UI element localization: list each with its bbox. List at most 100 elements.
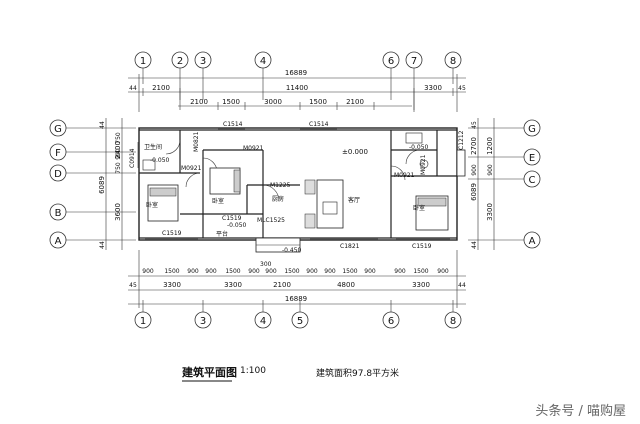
level-bath-right: -0.050 bbox=[409, 144, 429, 151]
window-c0914: C0914 bbox=[129, 148, 136, 168]
window-c1821: C1821 bbox=[340, 243, 360, 250]
door-m0921-c: M0921 bbox=[394, 172, 415, 179]
svg-text:F: F bbox=[55, 148, 61, 159]
svg-text:8: 8 bbox=[450, 316, 456, 327]
svg-text:4: 4 bbox=[260, 316, 266, 327]
svg-text:1500: 1500 bbox=[342, 268, 357, 275]
bottom-dimension-texts: 900 1500 900 900 1500 900 900 1500 900 9… bbox=[129, 268, 466, 303]
axis-bubble-top-2: 2 bbox=[171, 51, 189, 100]
svg-text:G: G bbox=[528, 124, 536, 135]
svg-text:1500: 1500 bbox=[225, 268, 240, 275]
svg-text:45: 45 bbox=[471, 121, 478, 129]
level-bath-left: -0.050 bbox=[150, 157, 170, 164]
svg-text:1500: 1500 bbox=[164, 268, 179, 275]
right-dimension-texts: 45 2700 1200 900 900 3300 44 6089 bbox=[470, 121, 494, 249]
svg-text:3600: 3600 bbox=[114, 203, 122, 221]
svg-text:900: 900 bbox=[115, 148, 122, 160]
svg-text:3300: 3300 bbox=[224, 281, 242, 289]
right-dimension-lines bbox=[477, 118, 495, 250]
svg-text:2100: 2100 bbox=[152, 84, 170, 92]
dim-bottom-total: 16889 bbox=[285, 295, 307, 303]
door-mlc1525: MLC1525 bbox=[257, 217, 285, 224]
svg-text:3300: 3300 bbox=[486, 203, 494, 221]
window-c1514-a: C1514 bbox=[223, 121, 243, 128]
axis-bubble-top-6: 6 bbox=[382, 51, 400, 100]
room-bedroom-right: 卧室 bbox=[413, 204, 425, 212]
bottom-axis-bubbles: 1 3 4 5 6 8 bbox=[134, 300, 462, 329]
svg-text:900: 900 bbox=[437, 268, 449, 275]
svg-text:1500: 1500 bbox=[413, 268, 428, 275]
svg-text:11400: 11400 bbox=[286, 84, 308, 92]
window-c1519-a: C1519 bbox=[162, 230, 182, 237]
svg-text:4: 4 bbox=[260, 56, 266, 67]
svg-text:44: 44 bbox=[129, 85, 137, 92]
svg-text:1500: 1500 bbox=[284, 268, 299, 275]
svg-text:45: 45 bbox=[129, 282, 137, 289]
svg-text:900: 900 bbox=[265, 268, 277, 275]
windows bbox=[137, 128, 450, 240]
svg-text:1500: 1500 bbox=[222, 98, 240, 106]
svg-text:900: 900 bbox=[205, 268, 217, 275]
door-m0921-d: M0921 bbox=[420, 154, 427, 175]
area-note: 建筑面积97.8平方米 bbox=[316, 369, 400, 379]
svg-text:B: B bbox=[55, 208, 62, 219]
door-m0921-a: M0921 bbox=[243, 145, 264, 152]
svg-text:4800: 4800 bbox=[337, 281, 355, 289]
svg-text:900: 900 bbox=[187, 268, 199, 275]
left-dimension-texts: 44 2400 750 900 750 3600 44 6089 bbox=[98, 121, 122, 249]
drawing-scale: 1:100 bbox=[240, 366, 266, 376]
room-bedroom-mid: 卧室 bbox=[212, 197, 224, 205]
axis-bubble-top-1: 1 bbox=[134, 51, 152, 84]
left-dimension-lines bbox=[105, 118, 123, 250]
top-axis-bubbles: 1 2 3 4 6 7 8 bbox=[134, 51, 462, 112]
svg-text:750: 750 bbox=[115, 162, 122, 174]
svg-text:6089: 6089 bbox=[470, 183, 478, 201]
svg-text:750: 750 bbox=[115, 132, 122, 144]
svg-text:900: 900 bbox=[324, 268, 336, 275]
svg-text:44: 44 bbox=[99, 241, 106, 249]
svg-text:5: 5 bbox=[297, 316, 303, 327]
svg-text:A: A bbox=[55, 236, 62, 247]
building-walls bbox=[138, 127, 466, 253]
svg-text:44: 44 bbox=[99, 121, 106, 129]
svg-text:3300: 3300 bbox=[424, 84, 442, 92]
svg-text:1200: 1200 bbox=[486, 137, 494, 155]
svg-text:6: 6 bbox=[388, 56, 394, 67]
window-c1519-b: C1519 bbox=[222, 215, 242, 222]
svg-text:900: 900 bbox=[306, 268, 318, 275]
svg-text:2100: 2100 bbox=[346, 98, 364, 106]
svg-text:2400: 2400 bbox=[114, 141, 122, 159]
svg-text:900: 900 bbox=[471, 164, 478, 176]
svg-text:44: 44 bbox=[458, 282, 466, 289]
window-c1514-b: C1514 bbox=[309, 121, 329, 128]
svg-text:3300: 3300 bbox=[163, 281, 181, 289]
svg-text:G: G bbox=[54, 124, 62, 135]
bottom-dimension-lines bbox=[128, 250, 466, 308]
svg-text:2700: 2700 bbox=[470, 137, 478, 155]
svg-text:A: A bbox=[529, 236, 536, 247]
room-living: 客厅 bbox=[348, 196, 360, 204]
svg-text:3000: 3000 bbox=[264, 98, 282, 106]
right-axis-bubbles: G E C A bbox=[468, 119, 541, 249]
svg-text:2100: 2100 bbox=[273, 281, 291, 289]
window-c1212: C1212 bbox=[458, 130, 465, 150]
svg-text:C: C bbox=[529, 175, 536, 186]
room-bathroom: 卫生间 bbox=[144, 143, 162, 151]
svg-text:E: E bbox=[529, 153, 535, 164]
svg-text:900: 900 bbox=[248, 268, 260, 275]
window-c1519-c: C1519 bbox=[412, 243, 432, 250]
axis-bubble-top-8: 8 bbox=[444, 51, 462, 84]
axis-bubble-top-4: 4 bbox=[254, 51, 272, 100]
axis-bubble-top-3: 3 bbox=[194, 51, 212, 100]
watermark: 头条号 / 喵购屋 bbox=[535, 404, 626, 419]
svg-text:6089: 6089 bbox=[98, 176, 106, 194]
svg-text:3: 3 bbox=[200, 316, 206, 327]
svg-text:1: 1 bbox=[140, 56, 146, 67]
room-bedroom-left: 卧室 bbox=[146, 201, 158, 209]
svg-text:2: 2 bbox=[177, 56, 183, 67]
furniture bbox=[142, 132, 449, 231]
svg-text:8: 8 bbox=[450, 56, 456, 67]
svg-text:3300: 3300 bbox=[412, 281, 430, 289]
level-step: -0.450 bbox=[282, 247, 302, 254]
